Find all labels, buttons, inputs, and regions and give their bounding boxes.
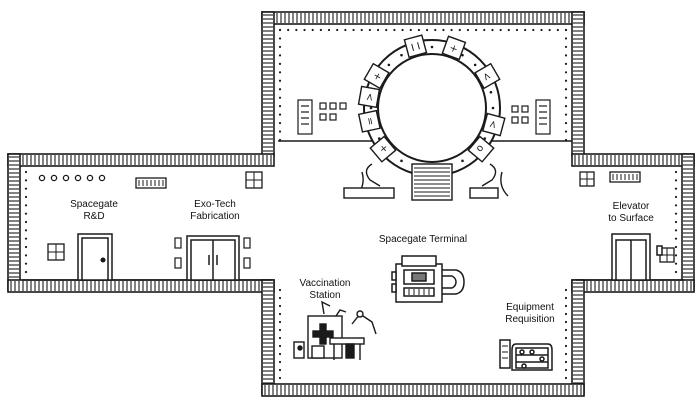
room-label-rnd: Spacegate R&D — [62, 199, 126, 223]
svg-text:+: + — [448, 43, 460, 56]
fabrication-wall-panels — [174, 237, 251, 269]
room-label-vaccination: Vaccination Station — [292, 278, 358, 302]
room-label-equipment-line1: Equipment — [506, 302, 554, 313]
gate-room-panels — [297, 99, 551, 135]
vaccination-station[interactable] — [293, 300, 377, 360]
svg-text:>: > — [364, 92, 376, 102]
room-label-rnd-line1: Spacegate — [70, 199, 118, 210]
spacegate-stairs — [343, 163, 509, 201]
room-label-fabrication-line2: Fabrication — [190, 211, 240, 222]
room-label-elevator: Elevator to Surface — [598, 201, 664, 225]
room-label-terminal-line1: Spacegate Terminal — [378, 234, 468, 245]
svg-text:=: = — [365, 116, 378, 126]
room-label-vaccination-line1: Vaccination — [299, 278, 351, 289]
fabrication-door[interactable] — [186, 235, 240, 281]
room-label-terminal: Spacegate Terminal — [370, 234, 476, 246]
spacegate-terminal-console[interactable] — [391, 255, 465, 303]
hatched-walls — [7, 11, 695, 397]
svg-text:I I: I I — [410, 41, 422, 54]
rnd-door[interactable] — [77, 233, 113, 281]
room-label-rnd-line2: R&D — [83, 211, 105, 222]
room-label-equipment: Equipment Requisition — [496, 302, 564, 326]
room-label-vaccination-line2: Station — [309, 290, 341, 301]
room-label-equipment-line2: Requisition — [505, 314, 555, 325]
equipment-cabinet[interactable] — [499, 339, 553, 371]
room-label-elevator-line2: to Surface — [608, 213, 654, 224]
windows — [47, 171, 675, 263]
svg-text:o: o — [474, 142, 486, 154]
room-label-fabrication-line1: Exo-Tech — [194, 199, 236, 210]
wall-rivets — [24, 28, 678, 380]
lights-row-left — [38, 174, 106, 182]
room-label-fabrication: Exo-Tech Fabrication — [182, 199, 248, 223]
svg-text:<: < — [486, 119, 499, 130]
room-label-elevator-line1: Elevator — [612, 201, 650, 212]
spacegate-ring[interactable]: +I I+<><+=o — [357, 34, 506, 177]
elevator-door[interactable] — [611, 233, 663, 281]
floor-area — [18, 22, 686, 384]
